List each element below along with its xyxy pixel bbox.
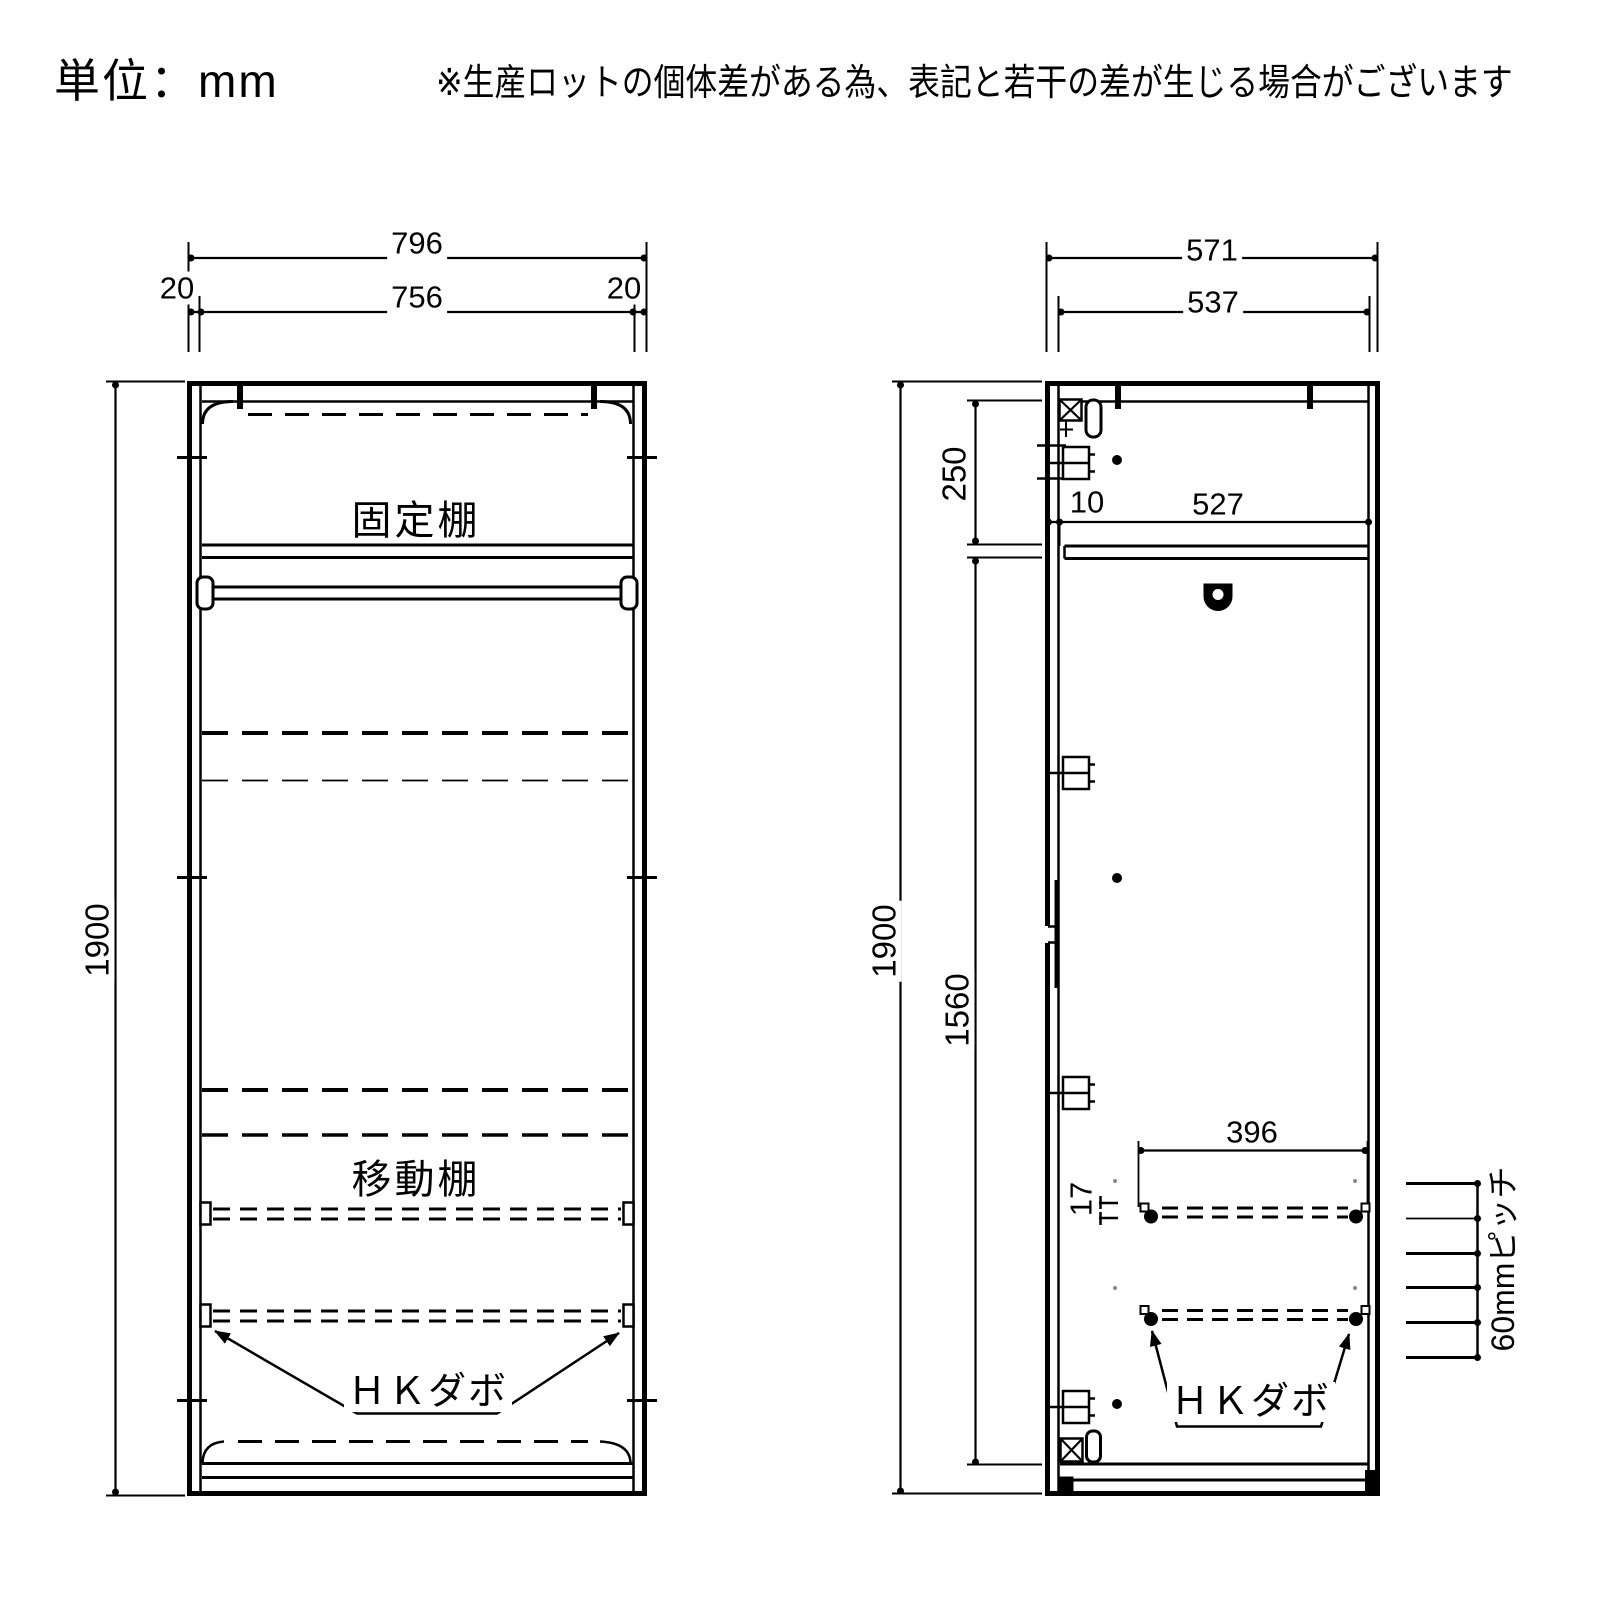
hk-dowel-label-side: ＨＫダボ [1166,1382,1336,1422]
cam-lock-icon [1058,398,1083,437]
dim-side-shelf-depth: 527 [1188,487,1248,521]
back-panel-joint [1042,880,1059,988]
movable-shelf-row-lower [199,1303,635,1328]
dim-side-height: 1900 [866,900,903,982]
dim-side-pin-span: 396 [1222,1115,1282,1149]
shelf-depth-dimension [1045,518,1372,546]
shelf-pin-icon [1139,1202,1150,1213]
dim-front-inner-width: 756 [387,280,447,314]
shelf-pin-fitting-icon [1048,1389,1095,1425]
dim-side-inner-depth: 537 [1183,285,1243,319]
movable-shelf-row-upper [1139,1202,1371,1224]
dim-side-total-depth: 571 [1182,233,1242,267]
dim-side-top-section: 250 [936,442,973,506]
dim-front-right-panel: 20 [602,271,646,305]
unit-label: 単位：mm [54,55,279,107]
screw-hole-dot [1112,455,1122,465]
shelf-pin-icon [1139,1305,1150,1315]
corner-block [1365,1470,1378,1491]
screw-hole-dot [1112,1399,1122,1409]
rod-end-cap-left [195,575,215,611]
dim-side-back-clearance: 10 [1065,485,1109,519]
shelf-pin-icon [1360,1305,1371,1315]
shelf-pin-fitting-icon [1048,445,1095,481]
pin-span-dimension [1137,1141,1369,1207]
corner-block [1058,1476,1074,1494]
hk-dowel-leader [214,1329,620,1415]
dim-side-shelf-thickness: 17 [1064,1177,1099,1221]
production-note: ※生産ロットの個体差がある為、表記と若干の差が生じる場合がございます [436,62,1513,103]
movable-shelf-label: 移動棚 [347,1159,485,1201]
fixed-shelf-label: 固定棚 [347,500,485,542]
cam-lock-icon [1059,1437,1084,1463]
hanger-fitting-icon [1203,583,1233,611]
side-cabinet-outline [1045,381,1380,1496]
hk-dowel-label-front: ＨＫダボ [343,1372,513,1412]
movable-shelf-row-lower [1139,1305,1371,1326]
shelf-pin-icon [622,1303,635,1328]
dim-front-height: 1900 [79,899,116,981]
dowel-icon [1084,398,1103,439]
dim-front-left-panel: 20 [155,271,199,305]
pitch-label: 60mmピッチ [1485,1162,1521,1356]
shelf-pin-icon [1360,1202,1371,1213]
shelf-pin-fitting-icon [1048,1075,1095,1111]
rod-end-cap-right [619,575,639,611]
shelf-pin-icon [199,1201,212,1226]
side-view-dimensions [892,242,1379,1495]
front-view-drawing [106,242,657,1497]
shelf-pin-fitting-icon [1048,755,1095,791]
pitch-detail [1406,1180,1481,1361]
shelf-pin-icon [622,1201,635,1226]
dim-side-lower-section: 1560 [939,969,976,1051]
shelf-pin-icon [199,1303,212,1328]
dowel-icon [1085,1429,1102,1464]
dim-front-total-width: 796 [387,226,447,260]
shelf-thickness-dimension [1099,1196,1118,1225]
front-cabinet-outline [187,381,647,1496]
movable-shelf-row-upper [199,1201,635,1226]
hk-dowel-leader [1149,1330,1351,1428]
screw-hole-dot [1112,873,1122,883]
side-view-drawing [892,242,1481,1496]
